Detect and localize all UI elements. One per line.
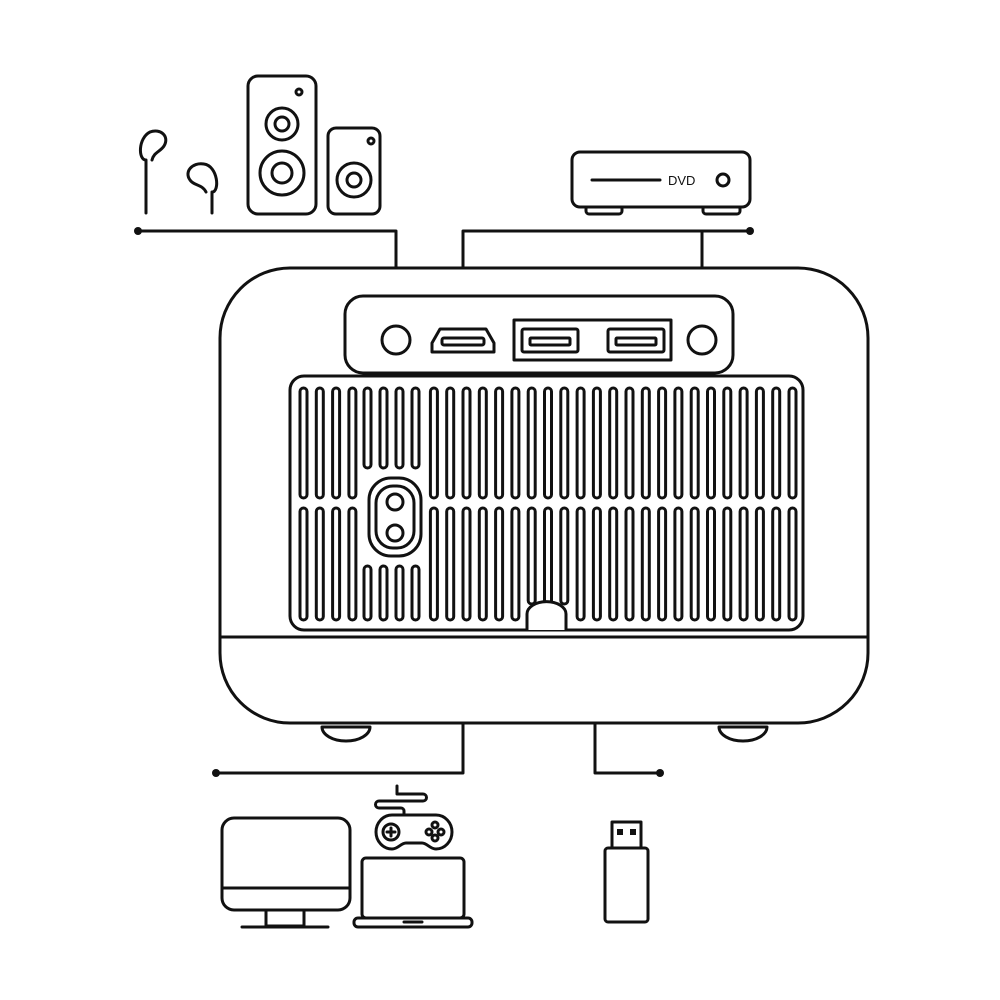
laptop-icon [352,856,474,929]
vent-slot [331,386,342,500]
vent-slot [787,506,798,622]
vent-slot [394,564,405,622]
vent-slot [494,506,505,622]
hdmi-port [430,327,496,354]
usb-port-1 [520,327,580,354]
vent-slot [689,506,700,622]
vent-slot [494,386,505,500]
vent-slot [608,506,619,622]
usb-port-2-slot [614,336,658,347]
vent-slot [689,386,700,500]
vent-slot [394,386,405,470]
vent-slot [461,386,472,500]
vent-slot [362,564,373,622]
dvd-label: DVD [668,173,695,188]
port-panel [343,294,735,375]
vent-slot [771,506,782,622]
vent-slot [771,386,782,500]
vent-slot [510,386,521,500]
vent-slot [624,506,635,622]
power-pin-top [385,492,405,512]
foot-right [717,725,769,743]
vent-slot [608,386,619,500]
vent-slot [787,386,798,500]
vent-slot [591,386,602,500]
vent-slot [624,386,635,500]
vent-slot [314,506,325,622]
vent-panel [288,374,805,632]
hdmi-port-slot [440,336,486,347]
usb-line-dot [656,769,664,777]
usb-port-2 [606,327,666,354]
vent-slot [559,386,570,500]
vent-slot [543,386,553,500]
usb-port-1-slot [528,336,572,347]
vent-slot [410,564,421,622]
usb-flash-drive-icon [603,820,650,924]
vent-slot [347,506,358,622]
vent-slot [575,506,586,622]
projector-body [218,266,870,743]
vent-slot [445,386,456,500]
game-controller-icon [374,784,454,851]
speakers-icon [246,74,382,216]
audio-line-dot [134,227,142,235]
foot-left [320,725,372,743]
vent-slot [559,506,570,606]
vent-slot [591,506,602,622]
bottom-notch [525,600,568,630]
vent-slot [378,386,389,470]
usb-port-group [512,318,673,362]
dvd-line-dot [746,227,754,235]
vent-slot [706,386,716,500]
vent-slot [298,506,309,622]
vent-slot [657,386,668,500]
vent-slot [362,386,373,470]
vent-slot [706,506,716,622]
vent-slot [331,506,342,622]
vent-slot [657,506,668,622]
vent-slot [347,386,358,500]
vent-slot [410,386,421,470]
vent-slot [575,386,586,500]
hdmi-line-dot [212,769,220,777]
vent-slot [754,386,765,500]
power-socket [367,476,423,558]
av-port [686,324,718,356]
vent-slot [378,564,389,622]
vent-slot [673,506,684,622]
power-socket-inner [374,484,416,550]
vent-slot [461,506,472,622]
vent-slot [526,386,537,500]
vent-slot [477,386,488,500]
dvd-player-icon: DVD [570,150,752,216]
vent-slot [754,506,765,622]
vent-slot [738,386,749,500]
vent-slot [428,506,439,622]
earphones-icon [139,129,219,215]
vent-slot [640,386,651,500]
monitor-icon [220,816,352,929]
vent-slot [722,506,733,622]
vent-slot [445,506,456,622]
vent-slot [428,386,439,500]
audio-port [380,324,412,356]
vent-slot [526,506,537,606]
power-pin-bottom [385,523,405,543]
vent-slot [738,506,749,622]
vent-slot [510,506,521,622]
vent-slot [477,506,488,622]
vent-slot [314,386,325,500]
vent-slots [298,386,798,622]
vent-slot [298,386,309,500]
vent-slot [722,386,733,500]
vent-slot [640,506,651,622]
vent-slot [673,386,684,500]
